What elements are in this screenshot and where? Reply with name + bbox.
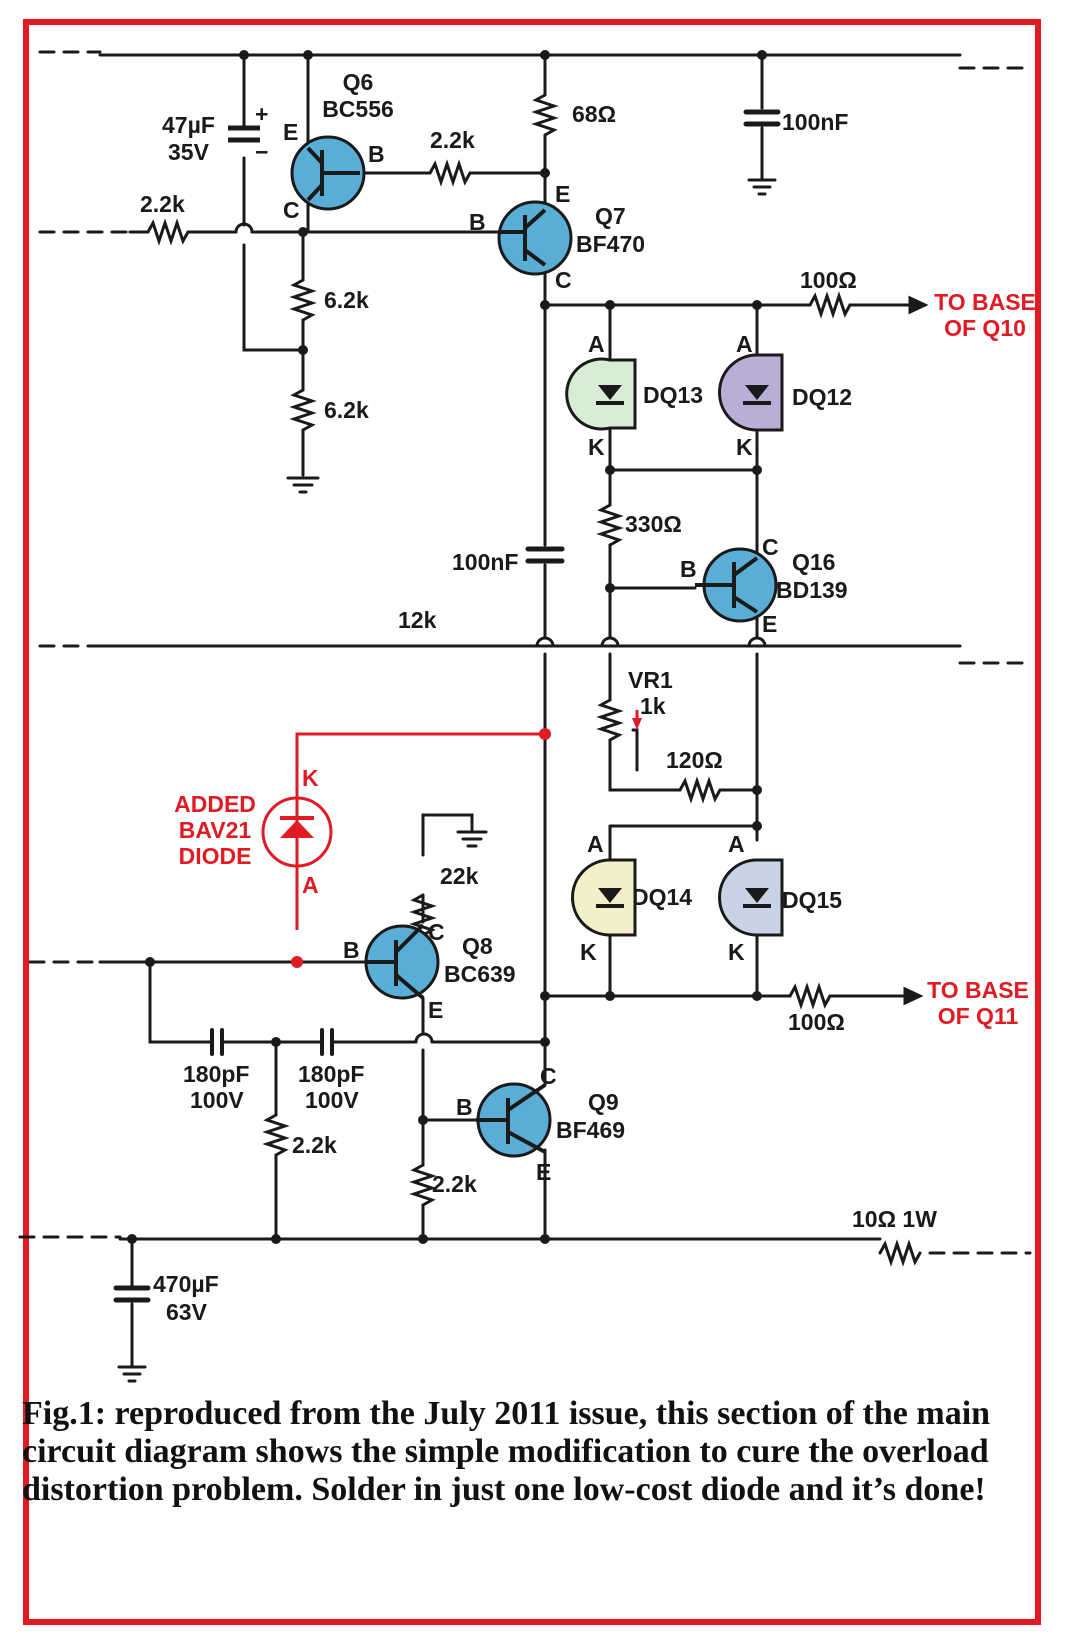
q16-e: E [762, 611, 777, 637]
q9-e: E [536, 1159, 551, 1185]
q7-c: C [555, 267, 572, 293]
q16-b: B [680, 556, 697, 582]
added-line2: BAV21 [179, 817, 252, 843]
q9-type: BF469 [556, 1117, 625, 1143]
to-q10-line1: TO BASE [934, 289, 1036, 315]
dq15-k: K [728, 939, 745, 965]
added-diode-a: A [302, 872, 319, 898]
resistor-6k2-b [289, 388, 317, 432]
c47-symbol [228, 125, 260, 143]
vr1-label: VR1 [628, 667, 673, 693]
r2k2-in-label: 2.2k [140, 191, 185, 217]
c47-minus: − [255, 139, 268, 165]
c47-value: 47µF [162, 112, 215, 138]
r22k-label: 22k [440, 863, 479, 889]
c470-value: 470µF [153, 1271, 219, 1297]
r68-label: 68Ω [572, 101, 616, 127]
added-line1: ADDED [174, 791, 256, 817]
q7-e: E [555, 181, 570, 207]
r10-label: 10Ω 1W [852, 1206, 937, 1232]
vr1-value: 1k [640, 693, 666, 719]
resistor-10-1w [878, 1239, 922, 1267]
resistor-22k [409, 893, 437, 937]
q8-e: E [428, 997, 443, 1023]
q8-label: Q8 [462, 933, 493, 959]
vr1-potentiometer [596, 698, 624, 742]
r2k2-q6-label: 2.2k [430, 127, 475, 153]
c470-voltage: 63V [166, 1299, 208, 1325]
dq15-label: DQ15 [782, 887, 842, 913]
c180-2-value: 180pF [298, 1061, 364, 1087]
q16-c: C [762, 534, 779, 560]
c180-2-voltage: 100V [305, 1087, 359, 1113]
added-diode-k: K [302, 765, 319, 791]
q7-type: BF470 [576, 231, 645, 257]
q9-b: B [456, 1094, 473, 1120]
added-line3: DIODE [179, 843, 252, 869]
c47-voltage: 35V [168, 139, 210, 165]
q8-c: C [428, 919, 445, 945]
dq12-diode [718, 353, 784, 432]
dq13-label: DQ13 [643, 382, 703, 408]
figure-caption: Fig.1: reproduced from the July 2011 iss… [22, 1395, 991, 1508]
dq12-k: K [736, 434, 753, 460]
dq12-label: DQ12 [792, 384, 852, 410]
resistor-100-top [808, 291, 852, 319]
dq13-k: K [588, 434, 605, 460]
q7-b: B [469, 209, 486, 235]
resistor-120 [678, 776, 722, 804]
q6-type: BC556 [322, 96, 394, 122]
dq14-a: A [587, 831, 604, 857]
bav21-diode-symbol [261, 796, 333, 868]
resistor-330 [596, 503, 624, 547]
c180-1-voltage: 100V [190, 1087, 244, 1113]
q9-label: Q9 [588, 1089, 619, 1115]
r330-label: 330Ω [625, 511, 682, 537]
r100-bottom-label: 100Ω [788, 1009, 845, 1035]
resistor-2k2-input [146, 218, 190, 246]
to-q11-line2: OF Q11 [938, 1003, 1019, 1029]
q7-label: Q7 [595, 203, 626, 229]
q9-c: C [540, 1063, 557, 1089]
r2k2-b-label: 2.2k [432, 1171, 477, 1197]
c100n-top-label: 100nF [782, 109, 848, 135]
dq14-label: DQ14 [632, 884, 692, 910]
resistor-2k2-b [409, 1163, 437, 1207]
q6-e: E [283, 119, 298, 145]
r12k-label: 12k [398, 607, 437, 633]
q16-label: Q16 [792, 549, 835, 575]
transistor-q7 [497, 200, 573, 276]
q6-b: B [368, 141, 385, 167]
r100-top-label: 100Ω [800, 267, 857, 293]
dq15-a: A [728, 831, 745, 857]
c47-plus: + [255, 101, 268, 127]
dq14-diode [571, 858, 637, 937]
resistor-100-bottom [788, 982, 832, 1010]
dq13-a: A [588, 331, 605, 357]
to-q11-line1: TO BASE [927, 977, 1029, 1003]
dq13-diode [565, 357, 637, 431]
resistor-2k2-a [262, 1113, 290, 1157]
dq14-k: K [580, 939, 597, 965]
q6-c: C [283, 197, 300, 223]
c100n-mid-label: 100nF [452, 549, 518, 575]
q8-b: B [343, 937, 360, 963]
to-q10-line2: OF Q10 [944, 315, 1026, 341]
dq12-a: A [736, 331, 753, 357]
r6k2-a-label: 6.2k [324, 287, 369, 313]
dq15-diode [718, 858, 784, 937]
r2k2-a-label: 2.2k [292, 1132, 337, 1158]
q6-label: Q6 [343, 69, 374, 95]
q8-type: BC639 [444, 961, 516, 987]
resistor-6k2-a [289, 278, 317, 322]
red-frame [23, 19, 1041, 1625]
r120-label: 120Ω [666, 747, 723, 773]
q16-type: BD139 [776, 577, 848, 603]
r6k2-b-label: 6.2k [324, 397, 369, 423]
c180-1-value: 180pF [183, 1061, 249, 1087]
resistor-68 [531, 93, 559, 137]
